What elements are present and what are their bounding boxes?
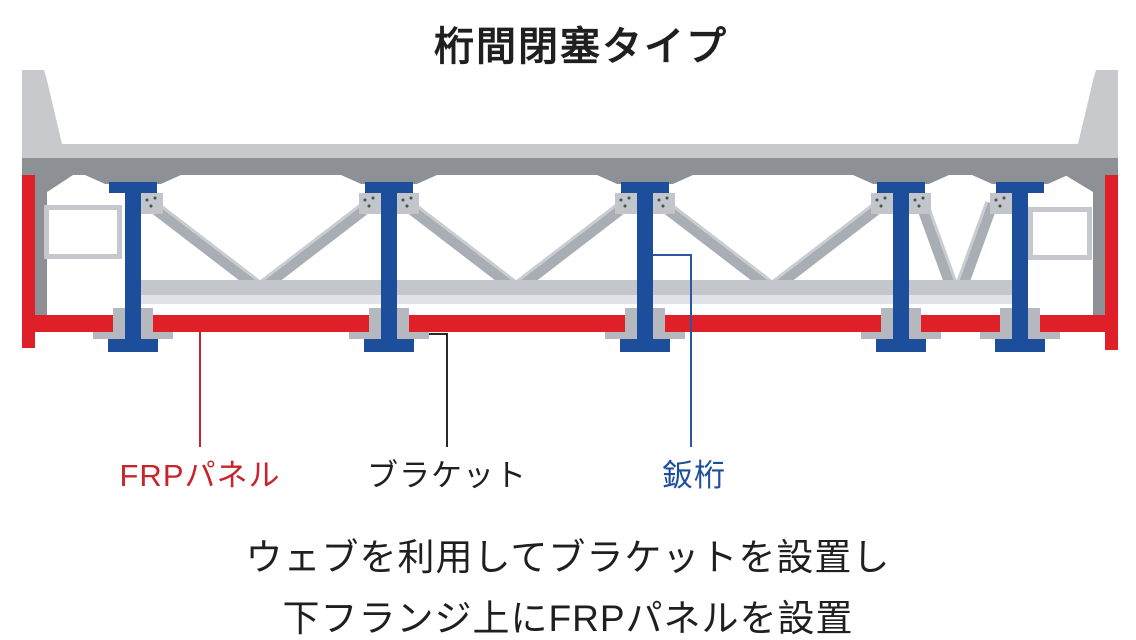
frp-panel-segment bbox=[665, 315, 881, 332]
caption-line-1: ウェブを利用してブラケットを設置し bbox=[245, 537, 891, 578]
gusset-plate bbox=[990, 193, 1012, 214]
lower-chord-highlight bbox=[140, 295, 1014, 304]
edge-web-right bbox=[1093, 176, 1105, 315]
girder-web bbox=[1012, 182, 1028, 340]
lateral-brace bbox=[259, 204, 367, 292]
plate-girder-leader-h bbox=[653, 254, 692, 256]
caption-line-2: 下フランジ上にFRPパネルを設置 bbox=[282, 598, 854, 639]
girder-bottom-flange bbox=[995, 339, 1045, 352]
parapet-left bbox=[22, 70, 62, 144]
bracket-label: ブラケット bbox=[367, 458, 527, 493]
bracket-leader-h bbox=[429, 333, 448, 335]
girder-web bbox=[893, 182, 909, 340]
frp-edge-strip-right bbox=[1105, 175, 1118, 350]
lateral-brace bbox=[153, 204, 261, 292]
frp-panel-segment bbox=[921, 315, 1000, 332]
gusset-plate bbox=[615, 193, 637, 214]
girder-web bbox=[637, 182, 653, 340]
plate-girder-label: 鈑桁 bbox=[662, 458, 726, 493]
lateral-brace bbox=[409, 204, 517, 292]
gusset-plate bbox=[653, 193, 675, 214]
gusset-plate bbox=[141, 193, 163, 214]
girder-web bbox=[381, 182, 397, 340]
lateral-brace bbox=[665, 204, 773, 292]
deck-haunch bbox=[597, 175, 693, 184]
deck-haunch bbox=[85, 175, 181, 184]
gusset-plate bbox=[909, 193, 931, 214]
gusset-plate bbox=[397, 193, 419, 214]
gusset-plate bbox=[359, 193, 381, 214]
girder-bottom-flange bbox=[108, 339, 158, 352]
girder-bottom-flange bbox=[876, 339, 926, 352]
frp-panel-segment bbox=[1040, 315, 1105, 332]
girder-bottom-flange bbox=[364, 339, 414, 352]
edge-box-left bbox=[44, 205, 122, 259]
deck-soffit-band bbox=[22, 158, 1118, 175]
frp-panel-leader bbox=[199, 332, 201, 447]
frp-panel-segment bbox=[409, 315, 625, 332]
deck-haunch bbox=[853, 175, 949, 184]
frp-panel-segment bbox=[153, 315, 369, 332]
frp-edge-strip-left bbox=[22, 175, 35, 348]
girder-web bbox=[125, 182, 141, 340]
lower-chord bbox=[140, 280, 1014, 295]
parapet-right bbox=[1078, 70, 1118, 144]
deck-slab bbox=[22, 144, 1118, 158]
bracket-leader-v bbox=[446, 333, 448, 447]
lateral-brace bbox=[515, 204, 623, 292]
diagram-title: 桁間閉塞タイプ bbox=[434, 25, 728, 69]
deck-haunch bbox=[341, 175, 437, 184]
girder-bottom-flange bbox=[620, 339, 670, 352]
lateral-brace bbox=[771, 204, 879, 292]
deck-haunch bbox=[972, 175, 1068, 184]
frp-panel-label: FRPパネル bbox=[119, 458, 281, 493]
gusset-plate bbox=[871, 193, 893, 214]
frp-panel-segment bbox=[22, 315, 113, 332]
plate-girder-leader-v bbox=[690, 254, 692, 447]
lateral-brace bbox=[916, 204, 958, 288]
edge-box-right bbox=[1028, 207, 1092, 260]
